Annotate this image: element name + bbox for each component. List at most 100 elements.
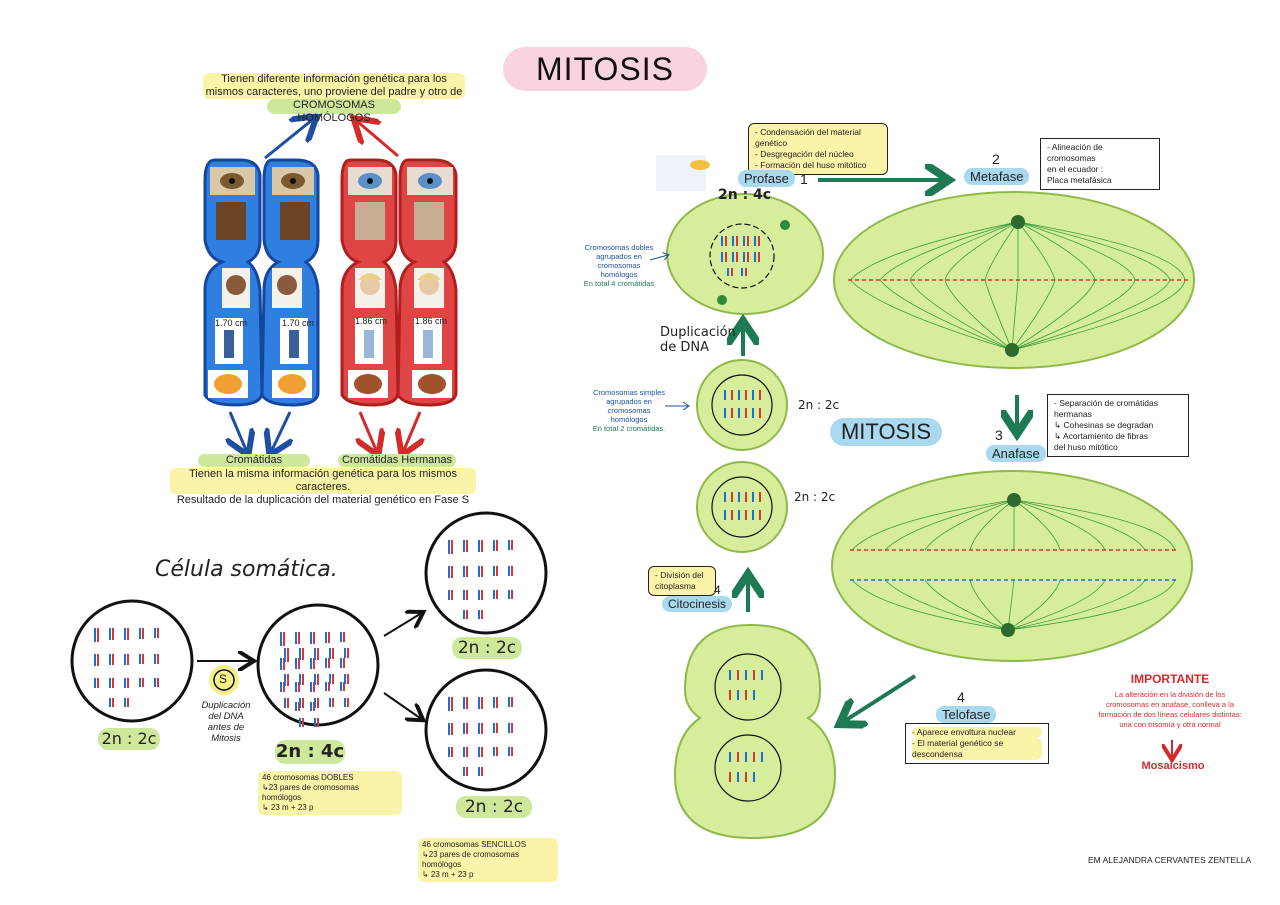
sisters-description-line1: Tienen la misma información genética par… (189, 468, 457, 493)
metaphase-number: 2 (992, 151, 1000, 167)
telophase-box: - Aparece envoltura nuclear - El materia… (905, 723, 1049, 764)
double-chromosomes-note: 46 cromosomas DOBLES ↳23 pares de cromos… (258, 771, 402, 815)
telophase-box-line-2: - El material genético se descondensa (912, 738, 1042, 760)
anaphase-box-line-3: ↳ Acortamiento de fibras (1054, 431, 1149, 441)
prophase-note-1: Cromosomas dobles (584, 243, 654, 252)
prophase-box-line-3: - Formación del huso mitótico (755, 160, 867, 170)
telophase-chromosomes (729, 670, 763, 782)
dup-text-1: Duplicación (201, 700, 251, 711)
daughter-cell-bottom (424, 668, 548, 792)
anaphase-cell (831, 470, 1193, 662)
arrow-to-sisters-red-1 (360, 411, 376, 450)
telophase-box-line-1: - Aparece envoltura nuclear (912, 727, 1042, 738)
homologs-label: CROMOSOMAS HOMÓLOGOS (267, 99, 401, 124)
ploidy-somatic: 2n : 2c (98, 728, 160, 750)
s-phase-badge: S (219, 672, 228, 686)
cytokinesis-box-line-1: - División del (655, 570, 704, 580)
dna-duplication-note: Duplicación del DNA antes de Mitosis (196, 700, 256, 744)
single-note-2: ↳23 pares de cromosomas homólogos (422, 850, 519, 869)
karyotype-marks (94, 539, 513, 777)
interphase-cell-dup (696, 359, 788, 451)
interphase-cell (696, 461, 788, 553)
cytokinesis-box-line-2: citoplasma (655, 581, 696, 591)
height-right-b: 1.86 cm (415, 316, 448, 326)
prophase-box-line-1: - Condensación del material genético (755, 127, 861, 148)
trait-images (208, 167, 453, 398)
single-note-1: 46 cromosomas SENCILLOS (422, 840, 527, 849)
arrow-to-homologs-blue (264, 120, 312, 160)
arrow-to-sisters-blue-1 (230, 411, 246, 450)
prophase-chromosomes (721, 236, 760, 276)
metaphase-spindle (849, 221, 1186, 351)
prophase-sketch (656, 155, 710, 191)
somatic-cell-g1 (70, 599, 194, 723)
important-title: IMPORTANTE (1130, 672, 1210, 686)
anaphase-number: 3 (995, 427, 1003, 443)
arrow-to-sisters-blue-2 (272, 411, 290, 450)
sisters-description: Tienen la misma información genética par… (170, 468, 476, 506)
metaphase-box-line-1: - Alineación de cromosomas (1047, 142, 1103, 163)
interphase-ploidy-a: 2n : 2c (798, 398, 840, 412)
anaphase-spindle (851, 499, 1176, 631)
cycle-arrows (743, 180, 1017, 722)
prophase-box-line-2: - Desgregación del núcleo (755, 149, 854, 159)
prophase-note-2: agrupados en (596, 252, 642, 261)
ploidy-duplicated: 2n : 4c (275, 740, 345, 764)
prophase-number: 1 (800, 171, 808, 187)
arrow-to-daughter-bottom (383, 692, 420, 718)
height-left-b: 1.70 cm (282, 318, 315, 328)
dup-text-3: antes de (207, 722, 245, 733)
mosaicism-label: Mosaicismo (1141, 760, 1205, 772)
mitosis-center-label: MITOSIS (830, 418, 942, 446)
anaphase-box-line-4: del huso mitótico (1054, 442, 1118, 452)
metaphase-box-line-2: en el ecuador : (1047, 164, 1104, 174)
prophase-box: - Condensación del material genético - D… (748, 123, 888, 175)
height-right-a: 1.86 cm (355, 316, 388, 326)
sisters-description-line2: Resultado de la duplicación del material… (176, 494, 470, 506)
ploidy-daughter-bottom: 2n : 2c (456, 796, 532, 818)
somatic-title: Célula somática. (155, 557, 338, 582)
homologs-description: Tienen diferente información genética pa… (203, 73, 465, 111)
sisters-label-left: Cromátidas Hermanas. (198, 454, 310, 479)
dna-dup-2: de DNA (660, 340, 710, 355)
double-note-3: ↳ 23 m + 23 p (262, 803, 314, 812)
metaphase-box-line-3: Placa metafásica (1047, 175, 1112, 185)
telophase-label: Telofase (936, 706, 997, 723)
cytokinesis-box: - División del citoplasma (648, 566, 716, 596)
dna-dup-1: Duplicación (660, 325, 736, 340)
prophase-ploidy: 2n : 4c (718, 187, 772, 203)
arrow-to-sisters-red-2 (404, 411, 420, 450)
single-note-3: ↳ 23 m + 23 p (422, 870, 474, 879)
g1-note-4: En total 2 cromátidas. (592, 424, 666, 433)
double-note-1: 46 cromosomas DOBLES (262, 773, 354, 782)
g1-note-2: agrupados en (606, 397, 652, 406)
prophase-note-4: En total 4 cromátidas (583, 279, 655, 288)
prophase-note-3: cromosomas homólogos (597, 261, 641, 279)
sisters-label-right: Cromátidas Hermanas (338, 454, 456, 467)
dup-text-2: del DNA (208, 711, 244, 722)
interphase-chromosomes-b (724, 492, 761, 520)
g1-note-3: cromosomas homólogos (607, 406, 651, 424)
anaphase-label: Anafase (986, 445, 1046, 462)
metaphase-cell (833, 191, 1195, 369)
daughter-cell-top (424, 511, 548, 635)
dup-text-4: Mitosis (211, 733, 241, 744)
page-title: MITOSIS (503, 47, 707, 91)
arrow-to-homologs-red (358, 122, 399, 158)
interphase-note: Cromosomas simples agrupados en cromosom… (590, 388, 668, 433)
dna-duplication-label: Duplicación de DNA (660, 325, 736, 355)
single-chromosomes-note: 46 cromosomas SENCILLOS ↳23 pares de cro… (418, 838, 558, 882)
anaphase-box-line-2: ↳ Cohesinas se degradan (1054, 420, 1154, 430)
prophase-label: Profase (738, 170, 795, 187)
anaphase-box-line-1: - Separación de cromátidas hermanas (1054, 398, 1158, 419)
height-left-a: 1.70 cm (215, 318, 248, 328)
telophase-number: 4 (957, 689, 965, 705)
author-credit: EM ALEJANDRA CERVANTES ZENTELLA (1088, 855, 1252, 865)
interphase-ploidy-b: 2n : 2c (794, 490, 836, 504)
cytokinesis-number: 4 (714, 583, 721, 597)
ploidy-daughter-top: 2n : 2c (452, 637, 522, 659)
cytokinesis-label: Citocinesis (662, 596, 733, 612)
g1-note-1: Cromosomas simples (592, 388, 666, 397)
prophase-note: Cromosomas dobles agrupados en cromosoma… (583, 243, 655, 288)
